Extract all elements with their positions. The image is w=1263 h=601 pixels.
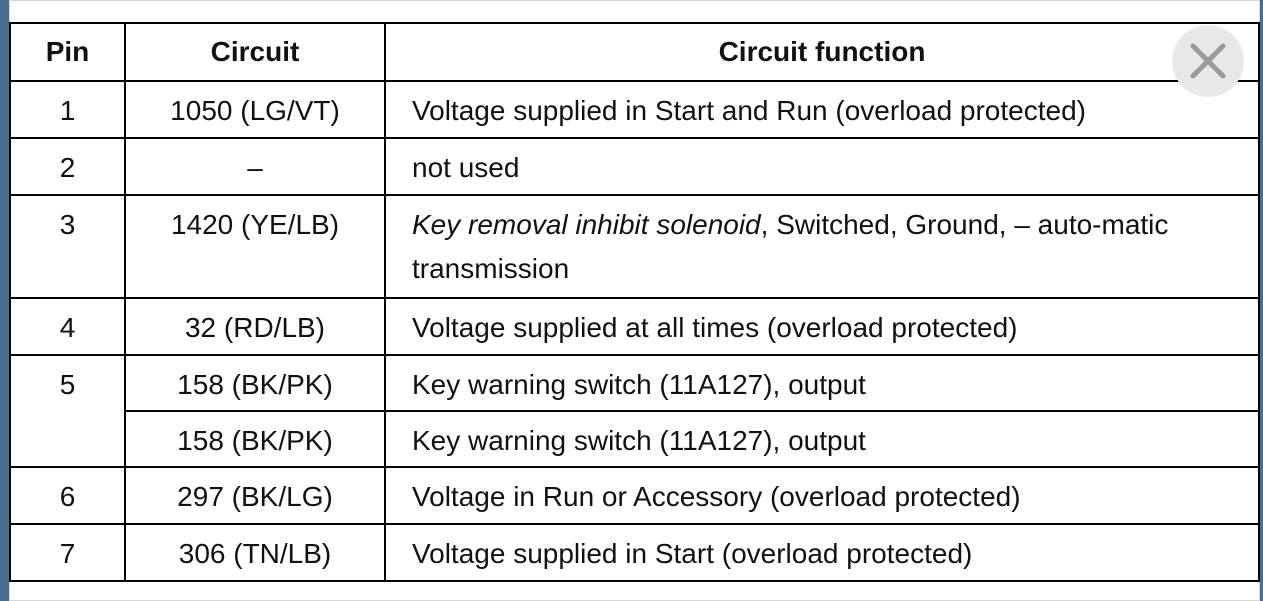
circuit-cell: 32 (RD/LB) bbox=[124, 297, 386, 356]
function-cell: Voltage supplied in Start (overload prot… bbox=[384, 523, 1260, 582]
circuit-cell: 1420 (YE/LB) bbox=[124, 194, 386, 299]
close-button[interactable] bbox=[1172, 25, 1244, 97]
circuit-cell: – bbox=[124, 137, 386, 196]
function-text: , Switched, Ground, – auto-matic transmi… bbox=[412, 209, 1169, 284]
function-cell: Voltage supplied in Start and Run (overl… bbox=[384, 80, 1260, 139]
header-pin: Pin bbox=[9, 22, 126, 82]
pin-cell: 1 bbox=[9, 80, 126, 139]
table-header-row: Pin Circuit Circuit function bbox=[9, 22, 1260, 82]
header-circuit: Circuit bbox=[124, 22, 386, 82]
connector-pinout-table: Pin Circuit Circuit function 1 1050 (LG/… bbox=[9, 22, 1260, 582]
function-cell: Key warning switch (11A127), output bbox=[384, 410, 1260, 468]
image-viewer: Pin Circuit Circuit function 1 1050 (LG/… bbox=[9, 0, 1260, 601]
table-row: 4 32 (RD/LB) Voltage supplied at all tim… bbox=[9, 297, 1260, 356]
pin-cell: 7 bbox=[9, 523, 126, 582]
header-circuit-function: Circuit function bbox=[384, 22, 1260, 82]
function-cell: Voltage supplied at all times (overload … bbox=[384, 297, 1260, 356]
close-icon bbox=[1190, 43, 1226, 79]
circuit-cell: 297 (BK/LG) bbox=[124, 466, 386, 525]
table-row: 1 1050 (LG/VT) Voltage supplied in Start… bbox=[9, 80, 1260, 139]
circuit-cell: 306 (TN/LB) bbox=[124, 523, 386, 582]
function-cell: Key warning switch (11A127), output bbox=[384, 354, 1260, 412]
function-cell: not used bbox=[384, 137, 1260, 196]
pin-cell: 4 bbox=[9, 297, 126, 356]
pin-cell: 6 bbox=[9, 466, 126, 525]
function-italic-text: Key removal inhibit solenoid bbox=[412, 209, 761, 240]
table-row: 2 – not used bbox=[9, 137, 1260, 196]
table-row: 3 1420 (YE/LB) Key removal inhibit solen… bbox=[9, 194, 1260, 299]
pin-cell: 5 bbox=[9, 354, 126, 468]
pin-cell: 2 bbox=[9, 137, 126, 196]
circuit-cell: 158 (BK/PK) bbox=[124, 410, 386, 468]
table-row: 158 (BK/PK) Key warning switch (11A127),… bbox=[10, 410, 1260, 468]
function-cell: Voltage in Run or Accessory (overload pr… bbox=[384, 466, 1260, 525]
table-row: 5 158 (BK/PK) Key warning switch (11A127… bbox=[9, 354, 1260, 468]
pin-cell: 3 bbox=[9, 194, 126, 299]
function-cell: Key removal inhibit solenoid, Switched, … bbox=[384, 194, 1260, 299]
circuit-cell: 1050 (LG/VT) bbox=[124, 80, 386, 139]
table-row: 7 306 (TN/LB) Voltage supplied in Start … bbox=[9, 523, 1260, 582]
table-row: 6 297 (BK/LG) Voltage in Run or Accessor… bbox=[9, 466, 1260, 525]
circuit-cell: 158 (BK/PK) bbox=[124, 354, 386, 412]
